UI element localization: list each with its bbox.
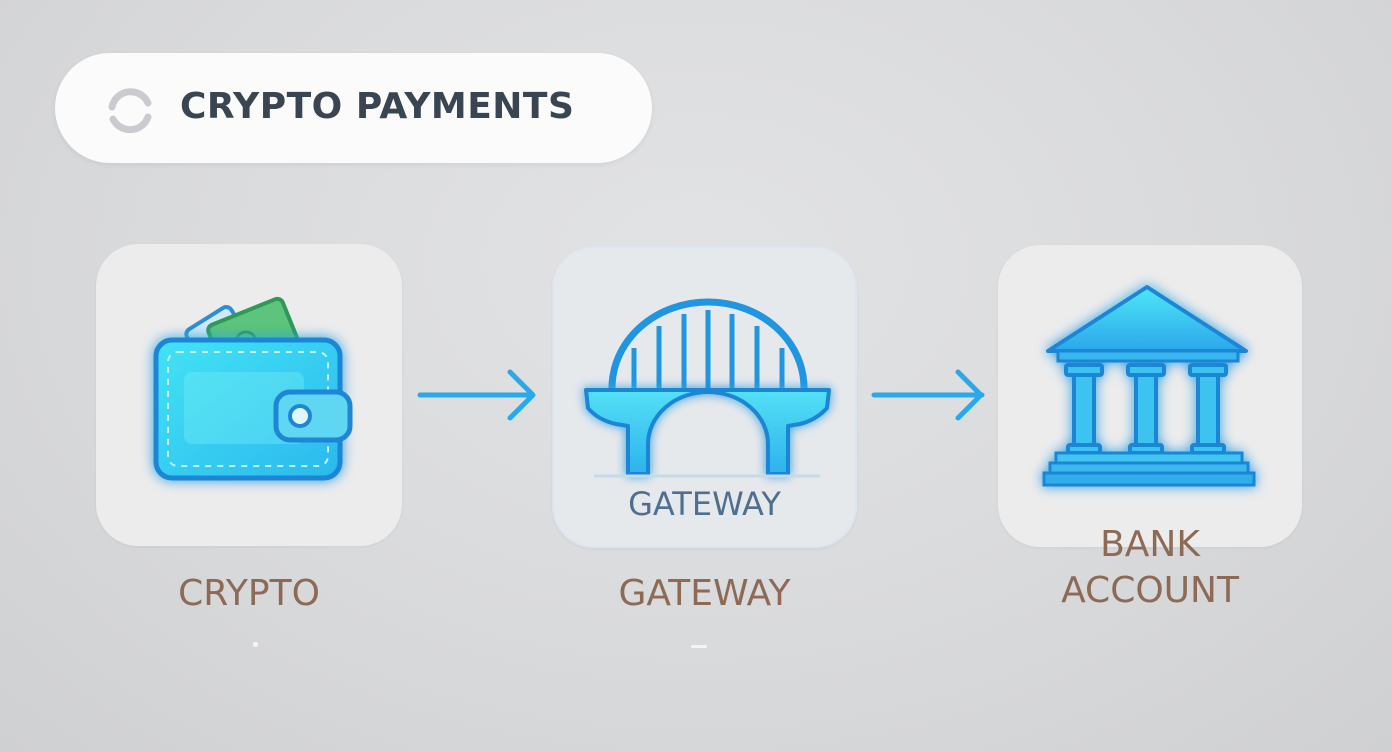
gateway-card (552, 246, 857, 548)
bridge-icon (584, 298, 831, 478)
refresh-ring-icon (108, 88, 152, 134)
decorative-dot (253, 642, 258, 647)
arrow-right-icon (417, 369, 536, 421)
arrow-right-icon (871, 369, 985, 421)
gateway-label: GATEWAY (618, 573, 791, 614)
bank-card (998, 245, 1302, 547)
bank-label-line2: ACCOUNT (1061, 570, 1239, 611)
wallet-icon (153, 296, 353, 481)
title-pill (55, 53, 652, 163)
crypto-card (96, 244, 402, 546)
bank-account-label: BANK ACCOUNT (998, 522, 1302, 614)
page-title: CRYPTO PAYMENTS (180, 86, 575, 127)
crypto-label: CRYPTO (178, 573, 320, 614)
bank-building-icon (1042, 285, 1256, 487)
decorative-dash (691, 645, 707, 648)
bank-label-line1: BANK (1100, 524, 1200, 565)
gateway-inner-label: GATEWAY (628, 485, 781, 523)
